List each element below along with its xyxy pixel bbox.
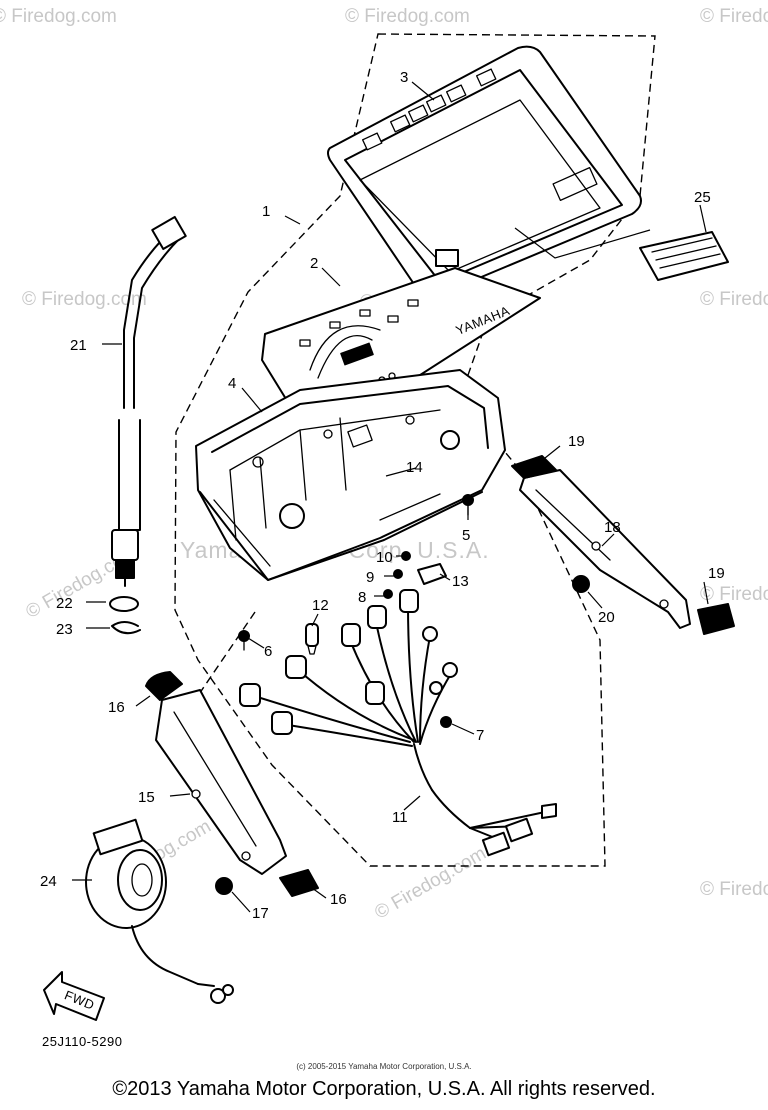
callout-11: 11 — [392, 809, 408, 826]
callout-9: 9 — [366, 569, 374, 586]
callout-5: 5 — [462, 527, 470, 544]
fwd-arrow: FWD — [43, 971, 105, 1021]
callout-22: 22 — [56, 595, 73, 612]
assembly-outline — [174, 33, 656, 867]
callout-14: 14 — [406, 459, 423, 476]
callout-16-lower: 16 — [330, 891, 347, 908]
diagram-code: 25J110-5290 — [42, 1034, 122, 1049]
callout-19-lower: 19 — [708, 565, 725, 582]
assembly-inner-dash — [194, 611, 256, 701]
watermark-firedog-lower-mid: © Firedog.com — [371, 843, 490, 924]
watermark-firedog-right-low: © Firedog.com — [700, 584, 768, 605]
callout-13: 13 — [452, 573, 469, 590]
callout-20: 20 — [598, 609, 615, 626]
callout-7: 7 — [476, 727, 484, 744]
watermark-firedog-topleft: © Firedog.com — [0, 6, 117, 27]
callout-21: 21 — [70, 337, 87, 354]
callout-8: 8 — [358, 589, 366, 606]
callout-1: 1 — [262, 203, 270, 220]
o-ring — [109, 596, 139, 612]
callout-25: 25 — [694, 189, 711, 206]
small-copyright: (c) 2005-2015 Yamaha Motor Corporation, … — [296, 1062, 472, 1071]
bulb — [305, 623, 319, 655]
watermark-firedog-right: © Firedog.com — [700, 289, 768, 310]
callout-17: 17 — [252, 905, 269, 922]
callout-19-upper: 19 — [568, 433, 585, 450]
left-bracket — [145, 671, 319, 897]
callout-labels: 1 2 3 4 5 6 7 8 9 10 11 12 13 14 15 16 1… — [40, 69, 725, 922]
footer-copyright: ©2013 Yamaha Motor Corporation, U.S.A. A… — [112, 1078, 656, 1100]
meter-case-top — [327, 45, 651, 299]
callout-24: 24 — [40, 873, 57, 890]
callout-16-upper: 16 — [108, 699, 125, 716]
callout-6: 6 — [264, 643, 272, 660]
sensor-unit — [85, 818, 234, 1004]
label-part — [639, 204, 729, 281]
watermark-firedog-top: © Firedog.com — [345, 6, 470, 27]
wire-harness — [239, 589, 557, 857]
callout-4: 4 — [228, 375, 236, 392]
circlip — [111, 621, 141, 635]
callout-2: 2 — [310, 255, 318, 272]
right-bracket — [511, 455, 735, 635]
callout-3: 3 — [400, 69, 408, 86]
callout-10: 10 — [376, 549, 393, 566]
callout-15: 15 — [138, 789, 155, 806]
watermark-firedog-right-bottom: © Firedog.com — [700, 879, 768, 900]
meter-housing — [195, 369, 506, 581]
leader-lines — [72, 81, 709, 913]
watermark-firedog-left: © Firedog.com — [22, 289, 147, 310]
callout-18: 18 — [604, 519, 621, 536]
watermark-firedog-topright: © Firedog.com — [700, 6, 768, 27]
fasteners — [215, 494, 590, 895]
callout-23: 23 — [56, 621, 73, 638]
callout-12: 12 — [312, 597, 329, 614]
speedometer-cable — [111, 215, 187, 587]
